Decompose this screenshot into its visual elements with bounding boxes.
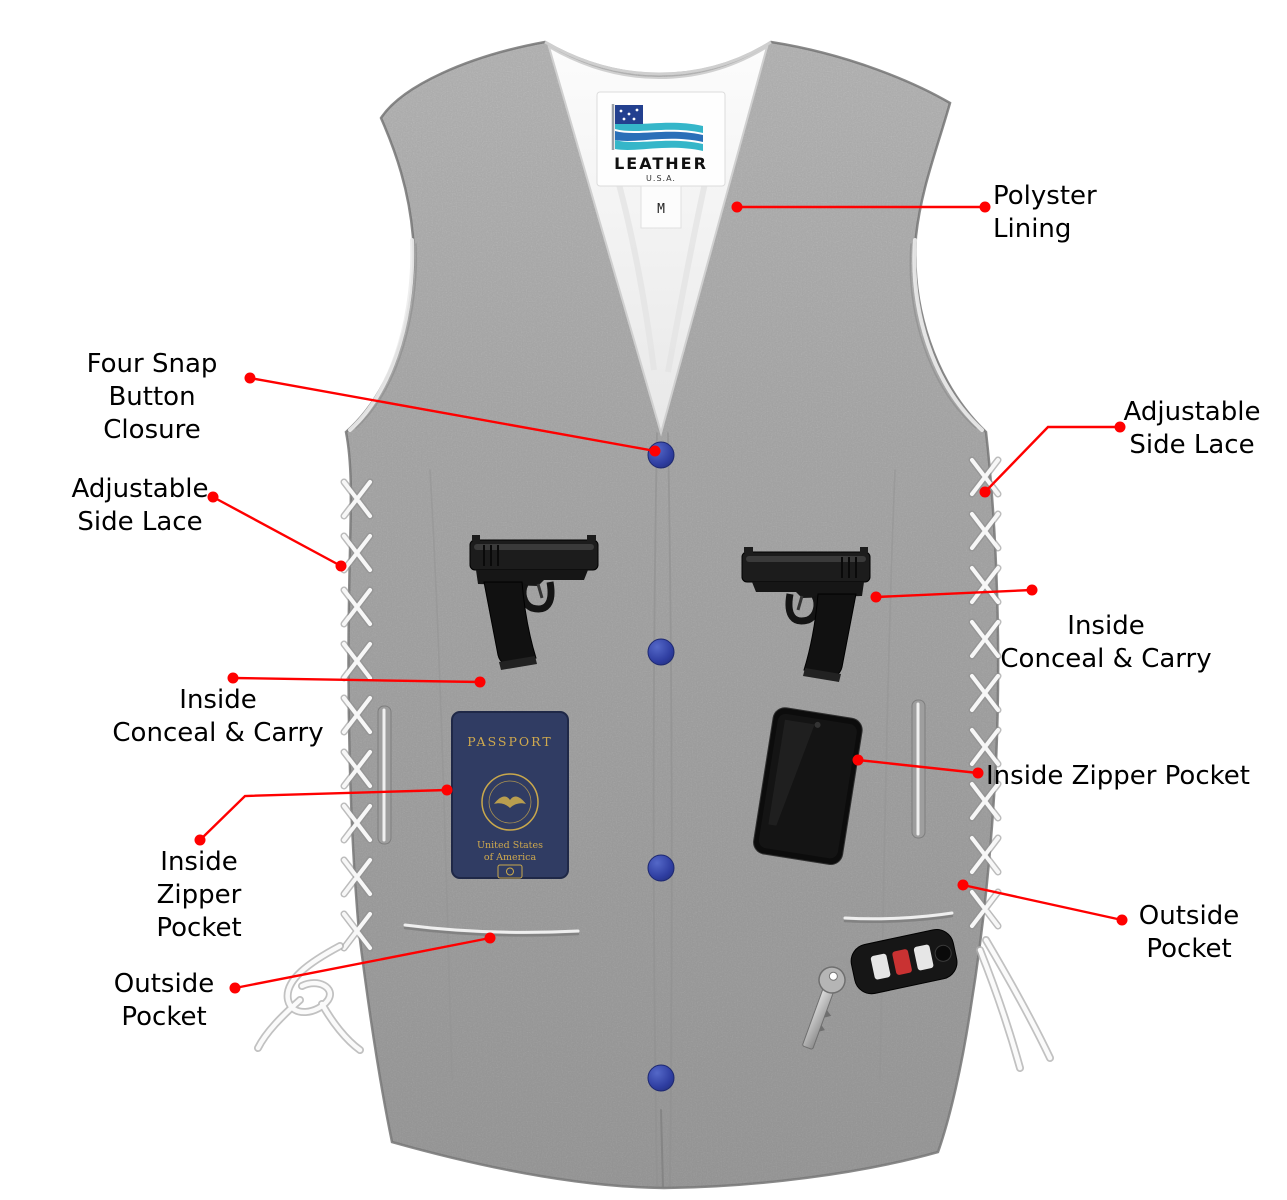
callout-line-polyster-lining: [731, 201, 991, 213]
callout-label-inside-zipper-pocket-right: Inside Zipper Pocket: [986, 761, 1250, 791]
passport-country-2: of America: [484, 852, 537, 863]
smartphone: [753, 707, 863, 866]
inside-zipper-pocket-welts: [377, 699, 926, 845]
lace-ties-right: [976, 936, 1054, 1072]
callout-label-outside-pocket-right: Outside Pocket: [1138, 901, 1240, 965]
snap-button-4: [647, 1064, 675, 1092]
callout-line-outside-right: [957, 879, 1128, 926]
side-lace-left: [340, 478, 374, 952]
callout-line-four-snap: [244, 372, 661, 457]
callout-line-side-lace-right: [979, 421, 1126, 498]
passport: PASSPORT United States of America: [451, 711, 569, 879]
callout-line-conceal-right: [870, 584, 1038, 603]
fob-button-round: [934, 944, 952, 962]
brand-origin-text: U.S.A.: [646, 174, 676, 183]
flag-icon: [615, 105, 703, 151]
vest-body: LEATHER U.S.A. M: [254, 40, 1054, 1190]
passport-country-1: United States: [477, 840, 543, 851]
fob-button-red: [892, 949, 912, 975]
callout-line-conceal-left: [227, 672, 486, 688]
fob-button-1: [870, 953, 891, 980]
fob-button-2: [913, 944, 934, 971]
snap-button-3: [647, 854, 675, 882]
callout-line-outside-left: [229, 932, 496, 994]
callout-label-outside-pocket-left: Outside Pocket: [113, 969, 215, 1033]
brand-tag: LEATHER U.S.A.: [596, 91, 726, 187]
key-fob: [802, 929, 958, 1050]
callout-label-four-snap-button-closure: Four Snap Button Closure: [86, 349, 218, 446]
size-tag-text: M: [657, 202, 665, 217]
callout-label-polyster-lining: Polyster Lining: [993, 181, 1097, 245]
callout-label-adjustable-side-lace-right: Adjustable Side Lace: [1123, 397, 1261, 461]
outside-pocket-welts: [403, 911, 954, 937]
passport-seal-icon: [494, 796, 526, 808]
callout-label-inside-conceal-carry-right: Inside Conceal & Carry: [1000, 611, 1212, 675]
callout-label-inside-zipper-pocket-left: Inside Zipper Pocket: [156, 847, 242, 944]
key: [802, 966, 846, 1050]
callout-line-side-lace-left: [207, 491, 347, 572]
passport-title: PASSPORT: [467, 734, 552, 749]
side-lace-right: [968, 456, 1002, 930]
brand-tag-text: LEATHER: [614, 154, 708, 173]
callout-label-inside-conceal-carry-left: Inside Conceal & Carry: [112, 685, 324, 749]
phone-camera-icon: [814, 721, 821, 728]
size-tag: M: [640, 185, 682, 229]
callout-line-zipper-left: [194, 784, 453, 846]
snap-buttons: [647, 441, 675, 1092]
callout-lines: [194, 201, 1128, 994]
remote-fob: [850, 929, 958, 995]
callout-line-zipper-right: [852, 754, 984, 779]
callout-label-adjustable-side-lace-left: Adjustable Side Lace: [71, 474, 209, 538]
snap-button-2: [647, 638, 675, 666]
lace-ties-left: [254, 942, 364, 1054]
